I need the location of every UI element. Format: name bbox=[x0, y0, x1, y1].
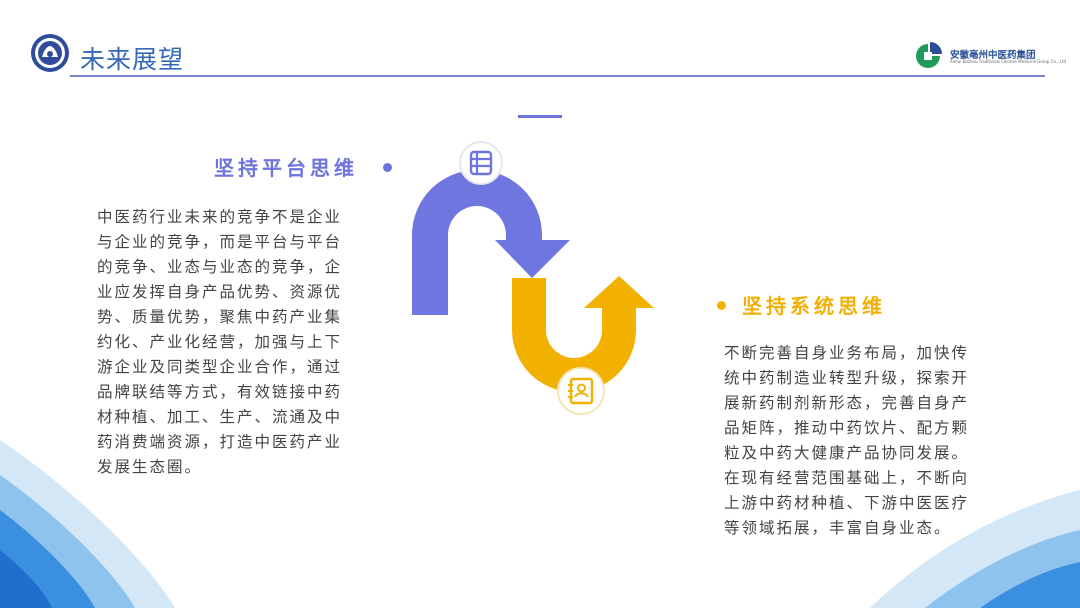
section-heading-platform: 坚持平台思维 bbox=[214, 156, 358, 180]
brand-name: 安徽亳州中医药集团 bbox=[950, 50, 1036, 61]
section-body-system: 不断完善自身业务布局，加快传 统中药制造业转型升级，探索开 展新药制剂新形态，完… bbox=[724, 344, 970, 537]
accent-line bbox=[518, 115, 562, 118]
header-divider bbox=[70, 75, 1045, 77]
page-title: 未来展望 bbox=[80, 45, 185, 74]
section-heading-system: 坚持系统思维 bbox=[742, 294, 886, 318]
brand-subtitle: Anhui Bozhou Traditional Chinese Medicin… bbox=[950, 59, 1067, 64]
bullet-dot-purple bbox=[383, 163, 392, 172]
wave-bottom-right bbox=[870, 490, 1080, 608]
section-body-platform: 中医药行业未来的竞争不是企业 与企业的竞争，而是平台与平台 的竞争、业态与业态的… bbox=[97, 208, 343, 476]
books-icon bbox=[459, 141, 503, 185]
flow-arrow-graphic bbox=[412, 170, 654, 392]
bullet-dot-yellow bbox=[717, 301, 726, 310]
wave-bottom-left bbox=[0, 440, 175, 608]
emblem-logo-icon bbox=[31, 34, 69, 72]
group-logo-icon bbox=[916, 42, 942, 68]
contact-book-icon bbox=[557, 367, 605, 415]
